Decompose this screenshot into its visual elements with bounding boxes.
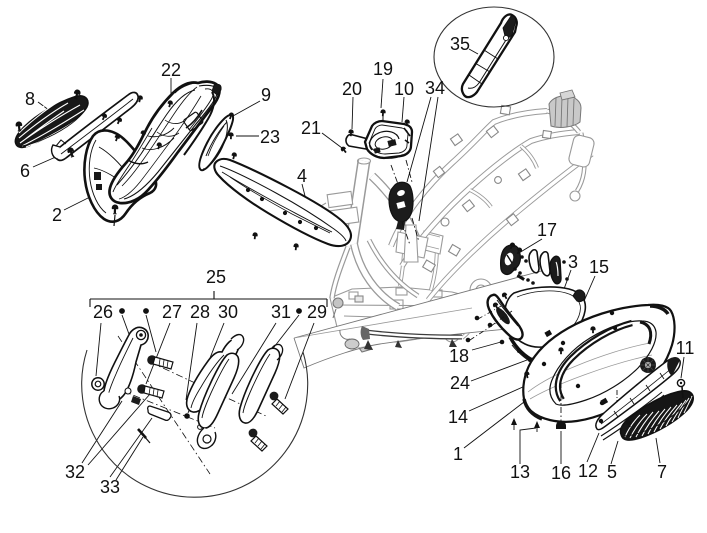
svg-text:16: 16 bbox=[551, 463, 571, 483]
svg-text:6: 6 bbox=[20, 161, 30, 181]
svg-text:31: 31 bbox=[271, 302, 291, 322]
svg-text:8: 8 bbox=[25, 89, 35, 109]
svg-text:29: 29 bbox=[307, 302, 327, 322]
svg-text:24: 24 bbox=[450, 373, 470, 393]
svg-text:33: 33 bbox=[100, 477, 120, 497]
svg-text:1: 1 bbox=[453, 444, 463, 464]
svg-text:25: 25 bbox=[206, 267, 226, 287]
svg-text:28: 28 bbox=[190, 302, 210, 322]
svg-text:23: 23 bbox=[260, 127, 280, 147]
svg-text:22: 22 bbox=[161, 60, 181, 80]
svg-text:2: 2 bbox=[52, 205, 62, 225]
svg-text:17: 17 bbox=[537, 220, 557, 240]
svg-text:13: 13 bbox=[510, 462, 530, 482]
svg-text:34: 34 bbox=[425, 78, 445, 98]
svg-text:3: 3 bbox=[568, 252, 578, 272]
svg-text:35: 35 bbox=[450, 34, 470, 54]
svg-text:12: 12 bbox=[578, 461, 598, 481]
svg-text:7: 7 bbox=[657, 462, 667, 482]
svg-text:9: 9 bbox=[261, 85, 271, 105]
svg-text:27: 27 bbox=[162, 302, 182, 322]
svg-text:15: 15 bbox=[589, 257, 609, 277]
svg-text:19: 19 bbox=[373, 59, 393, 79]
svg-text:5: 5 bbox=[607, 462, 617, 482]
svg-text:30: 30 bbox=[218, 302, 238, 322]
svg-text:11: 11 bbox=[676, 338, 695, 358]
svg-text:20: 20 bbox=[342, 79, 362, 99]
svg-text:21: 21 bbox=[301, 118, 321, 138]
svg-text:18: 18 bbox=[449, 346, 469, 366]
svg-text:4: 4 bbox=[297, 166, 307, 186]
svg-text:32: 32 bbox=[65, 462, 85, 482]
svg-text:26: 26 bbox=[93, 302, 113, 322]
svg-text:14: 14 bbox=[448, 407, 468, 427]
svg-text:10: 10 bbox=[394, 79, 414, 99]
